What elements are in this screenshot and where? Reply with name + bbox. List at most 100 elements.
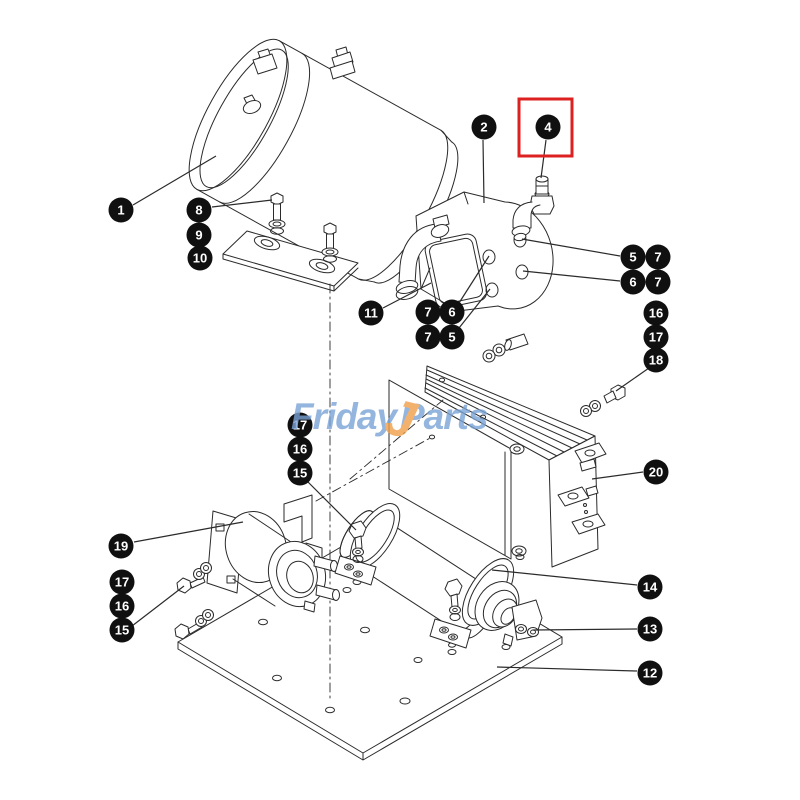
- callout-15[interactable]: 15: [287, 460, 313, 486]
- callout-16[interactable]: 16: [109, 593, 135, 619]
- callout-16[interactable]: 16: [287, 436, 313, 462]
- leader-line: [131, 585, 185, 627]
- callout-circle[interactable]: [186, 197, 212, 223]
- callout-2[interactable]: 2: [471, 114, 497, 140]
- callout-circle[interactable]: [637, 616, 663, 642]
- callout-circle[interactable]: [186, 222, 212, 248]
- callout-circle[interactable]: [415, 299, 441, 325]
- leader-line: [482, 139, 485, 204]
- callout-11[interactable]: 11: [358, 300, 384, 326]
- callout-circle[interactable]: [439, 299, 465, 325]
- callout-18[interactable]: 18: [643, 347, 669, 373]
- callout-circle[interactable]: [109, 569, 135, 595]
- callout-number: 16: [293, 442, 307, 457]
- callout-number: 12: [643, 666, 657, 681]
- callout-number: 13: [643, 622, 657, 637]
- callout-4[interactable]: 4: [535, 114, 561, 140]
- callout-number: 11: [364, 306, 378, 321]
- callout-number: 5: [629, 250, 636, 265]
- callout-circle[interactable]: [108, 197, 134, 223]
- leader-line: [382, 282, 432, 309]
- callout-circle[interactable]: [287, 460, 313, 486]
- callout-17[interactable]: 17: [287, 412, 313, 438]
- leader-line: [540, 139, 547, 179]
- exploded-view-line-art: [174, 38, 626, 761]
- callout-circle[interactable]: [439, 324, 465, 350]
- callout-number: 17: [649, 330, 663, 345]
- callout-number: 4: [544, 120, 552, 135]
- callout-circle[interactable]: [471, 114, 497, 140]
- callout-16[interactable]: 16: [643, 300, 669, 326]
- callout-circle[interactable]: [637, 574, 663, 600]
- callout-circle[interactable]: [620, 269, 646, 295]
- callout-number: 14: [643, 580, 658, 595]
- callout-number: 1: [117, 203, 124, 218]
- callout-14[interactable]: 14: [637, 574, 663, 600]
- callout-circle[interactable]: [287, 412, 313, 438]
- callout-circle[interactable]: [645, 269, 671, 295]
- callout-20[interactable]: 20: [643, 459, 669, 485]
- callout-6[interactable]: 6: [439, 299, 465, 325]
- leader-lines: [131, 139, 650, 672]
- callout-circle[interactable]: [108, 533, 134, 559]
- callout-circle[interactable]: [287, 436, 313, 462]
- pump-motor-drawing: [206, 494, 340, 613]
- leader-line: [591, 471, 644, 480]
- callout-5[interactable]: 5: [620, 244, 646, 270]
- leader-line: [496, 666, 638, 672]
- callout-number: 17: [115, 575, 129, 590]
- callout-number: 2: [480, 120, 487, 135]
- callout-circle[interactable]: [187, 245, 213, 271]
- callout-5[interactable]: 5: [439, 324, 465, 350]
- callout-circle[interactable]: [109, 617, 135, 643]
- callout-17[interactable]: 17: [643, 324, 669, 350]
- callout-7[interactable]: 7: [415, 299, 441, 325]
- callout-7[interactable]: 7: [645, 269, 671, 295]
- leader-line: [532, 628, 638, 631]
- leader-line: [458, 288, 491, 329]
- callout-7[interactable]: 7: [415, 324, 441, 350]
- callout-12[interactable]: 12: [637, 660, 663, 686]
- callout-number: 7: [424, 305, 431, 320]
- leader-line: [133, 521, 244, 543]
- callout-7[interactable]: 7: [645, 244, 671, 270]
- callout-circle[interactable]: [643, 459, 669, 485]
- callout-13[interactable]: 13: [637, 616, 663, 642]
- callout-circle[interactable]: [643, 347, 669, 373]
- callout-circle[interactable]: [535, 114, 561, 140]
- callout-1[interactable]: 1: [108, 197, 134, 223]
- leader-line: [491, 569, 638, 586]
- callout-circle[interactable]: [620, 244, 646, 270]
- controller-drawing: [388, 333, 626, 568]
- leader-line: [306, 480, 357, 531]
- callout-number: 17: [293, 418, 307, 433]
- callout-circle[interactable]: [358, 300, 384, 326]
- callout-number: 18: [649, 353, 663, 368]
- callout-number: 16: [115, 599, 129, 614]
- callout-17[interactable]: 17: [109, 569, 135, 595]
- callout-circle[interactable]: [643, 300, 669, 326]
- callout-number: 8: [195, 203, 202, 218]
- callout-circle[interactable]: [415, 324, 441, 350]
- callout-15[interactable]: 15: [109, 617, 135, 643]
- callout-6[interactable]: 6: [620, 269, 646, 295]
- callout-number: 19: [114, 539, 128, 554]
- callout-circle[interactable]: [109, 593, 135, 619]
- callout-number: 5: [448, 330, 455, 345]
- centerlines: [315, 283, 444, 701]
- callout-number: 16: [649, 306, 663, 321]
- callout-circle[interactable]: [643, 324, 669, 350]
- leader-line: [521, 238, 621, 257]
- callout-number: 7: [424, 330, 431, 345]
- callout-circle[interactable]: [645, 244, 671, 270]
- callout-circle[interactable]: [637, 660, 663, 686]
- callout-19[interactable]: 19: [108, 533, 134, 559]
- callout-8[interactable]: 8: [186, 197, 212, 223]
- callout-number: 15: [293, 466, 307, 481]
- callout-number: 6: [629, 275, 636, 290]
- callout-10[interactable]: 10: [187, 245, 213, 271]
- callout-9[interactable]: 9: [186, 222, 212, 248]
- mounting-bracket-drawing: [222, 192, 359, 292]
